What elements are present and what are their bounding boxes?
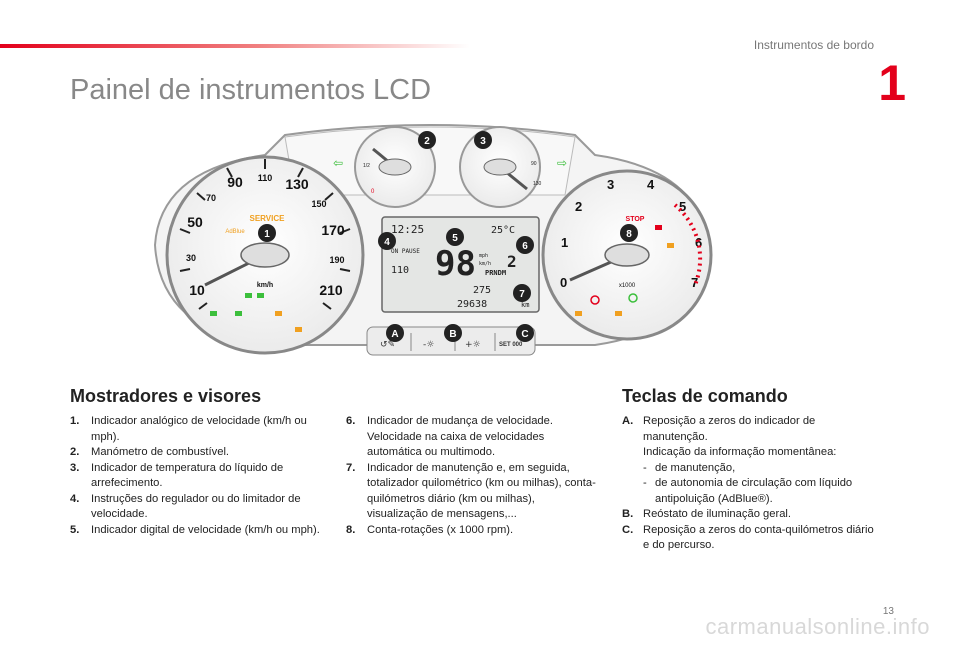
- turn-right-indicator-icon: ⇨: [557, 156, 567, 170]
- speedo-hub: [240, 242, 290, 268]
- tacho-tick-3: 3: [607, 177, 614, 192]
- fuel-hub: [378, 158, 412, 176]
- lcd-time: 12:25: [391, 223, 424, 236]
- trip-reset-label: SET 000: [499, 342, 523, 348]
- callout-5: 5: [452, 233, 458, 244]
- speedo-tick-110: 110: [258, 173, 273, 183]
- speedo-tick-190: 190: [329, 255, 344, 265]
- speedo-tick-10: 10: [189, 282, 205, 298]
- speedo-ticks: [179, 159, 351, 310]
- page-number: 13: [882, 606, 894, 617]
- callout-6: 6: [522, 241, 528, 252]
- lcd-digital-speed: 98: [435, 244, 476, 284]
- speedo-tick-130: 130: [285, 176, 309, 192]
- page-title: Painel de instrumentos LCD: [70, 74, 432, 106]
- section-header: Instrumentos de bordo: [753, 38, 874, 52]
- list-item: 2.Manómetro de combustível.: [70, 446, 230, 458]
- callout-a: A: [391, 329, 398, 340]
- list-item: 1.Indicador analógico de velocidade (km/…: [70, 415, 307, 443]
- list-item: C.Reposição a zeros do conta-quilómetros…: [622, 523, 874, 552]
- speedo-tick-30: 30: [186, 253, 196, 263]
- lcd-cruise-status: ON PAUSE: [391, 248, 420, 255]
- section-title-controls: Teclas de comando: [622, 386, 788, 406]
- displays-list: 1.Indicador analógico de velocidade (km/…: [70, 414, 325, 538]
- lcd-gear: 2: [507, 252, 517, 271]
- temp-tick-130: 130: [533, 181, 542, 187]
- instrument-cluster-figure: 10 30 50 70 90 110 130 150 170 190 210 k…: [153, 124, 713, 356]
- fuel-tick-half: 1/2: [363, 163, 370, 169]
- list-item: 7.Indicador de manutenção e, em seguida,…: [346, 461, 596, 521]
- tacho-hub: [604, 243, 650, 267]
- list-item: 4.Instruções do regulador ou do limitado…: [70, 492, 301, 521]
- temp-hub: [483, 158, 517, 176]
- list-item: A. Reposição a zeros do indicador de man…: [622, 414, 882, 507]
- chapter-number: 1: [878, 55, 906, 111]
- callout-8: 8: [626, 229, 632, 240]
- lcd-unit-kmh: km/h: [479, 261, 491, 267]
- lcd-unit-mph: mph: [479, 253, 488, 259]
- callout-1: 1: [264, 229, 270, 240]
- section-title-displays: Mostradores e visores: [70, 386, 262, 406]
- reset-service-icon: ↺✎: [380, 340, 395, 350]
- lcd-outside-temp: 25°C: [491, 225, 515, 236]
- tacho-tick-1: 1: [561, 235, 568, 250]
- callout-b: B: [449, 329, 456, 340]
- lcd-odometer: 29638: [457, 299, 487, 310]
- speedo-tick-150: 150: [311, 199, 326, 209]
- dim-down-icon: -☼: [423, 340, 434, 350]
- tacho-tick-0: 0: [560, 275, 567, 290]
- list-item: 8.Conta-rotações (x 1000 rpm).: [346, 523, 514, 536]
- tacho-tick-2: 2: [575, 199, 582, 214]
- lcd-trip: 275: [473, 285, 491, 296]
- service-warning-label: SERVICE: [250, 214, 286, 223]
- lcd-odo-unit: km: [521, 301, 529, 309]
- tacho-tick-6: 6: [695, 235, 702, 250]
- lcd-screen: [381, 216, 540, 313]
- callout-3: 3: [480, 136, 486, 147]
- speedo-tick-210: 210: [319, 282, 343, 298]
- speedo-tick-70: 70: [206, 193, 216, 203]
- list-item: 5.Indicador digital de velocidade (km/h …: [70, 523, 320, 536]
- callout-c: C: [521, 329, 528, 340]
- displays-list-continued: 6.Indicador de mudança de velocidade. Ve…: [346, 414, 596, 538]
- speedo-tick-50: 50: [187, 214, 203, 230]
- speedo-tick-90: 90: [227, 174, 243, 190]
- stop-warning-label: STOP: [626, 216, 645, 223]
- tacho-unit: x1000: [619, 283, 636, 289]
- dim-up-icon: +☼: [465, 340, 481, 350]
- tacho-tick-4: 4: [647, 177, 655, 192]
- lcd-set-speed: 110: [391, 265, 409, 276]
- lcd-gear-list: PRNDM: [485, 269, 506, 277]
- callout-4: 4: [384, 237, 390, 248]
- turn-left-indicator-icon: ⇦: [333, 156, 343, 170]
- watermark: carmanualsonline.info: [705, 614, 930, 639]
- callout-7: 7: [519, 289, 525, 300]
- fuel-tick-zero: 0: [371, 189, 375, 195]
- list-item: B.Reóstato de iluminação geral.: [622, 508, 792, 520]
- speedo-tick-170: 170: [321, 222, 345, 238]
- header-accent-bar: [0, 44, 470, 48]
- speedo-unit: km/h: [257, 282, 273, 289]
- callout-2: 2: [424, 136, 430, 147]
- controls-list: A. Reposição a zeros do indicador de man…: [622, 414, 882, 554]
- list-item: 6.Indicador de mudança de velocidade. Ve…: [346, 415, 553, 458]
- list-item: 3.Indicador de temperatura do líquido de…: [70, 461, 284, 490]
- adblue-label: AdBlue: [225, 229, 245, 235]
- warning-lamps: [210, 225, 674, 332]
- temp-tick-90: 90: [531, 161, 537, 167]
- tacho-tick-5: 5: [679, 199, 686, 214]
